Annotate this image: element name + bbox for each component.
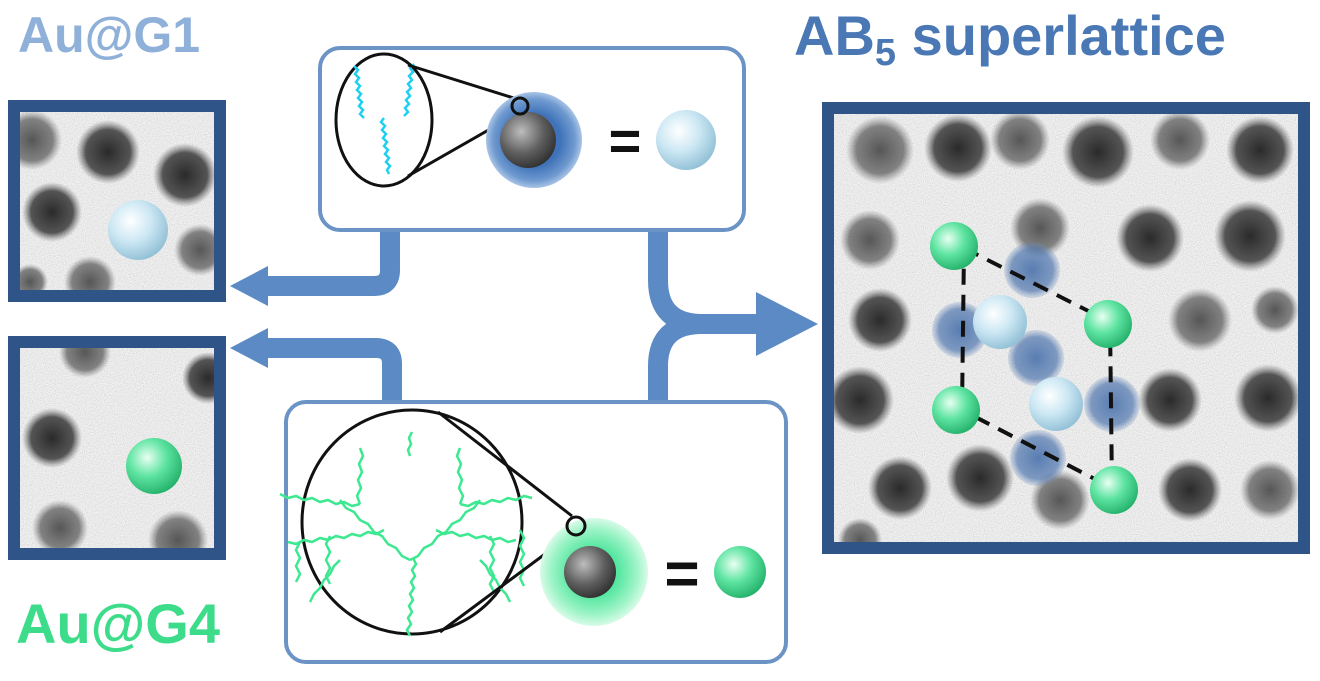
- g4-sphere-icon: [714, 546, 766, 598]
- gold-core-icon: [500, 112, 556, 168]
- ab5-micrograph: [822, 102, 1310, 554]
- corner-g4-particle-icon: [932, 386, 980, 434]
- au-g4-micrograph: [8, 336, 226, 560]
- g1-dendron-icon: [353, 63, 415, 175]
- g4-equals-sign: =: [664, 540, 699, 607]
- au-g1-micrograph: [8, 100, 226, 302]
- arrow-to-g1: [260, 230, 400, 296]
- superlattice-g1-particle-icon: [1029, 377, 1083, 431]
- g4-dendron-icon: [279, 431, 533, 637]
- arrow-merge-bottom: [648, 314, 703, 402]
- ab5-label-main: AB: [794, 4, 875, 67]
- g4-frame: [8, 336, 226, 560]
- corner-g4-particle-icon: [1090, 466, 1138, 514]
- gold-core-icon: [564, 546, 616, 598]
- corner-g4-particle-icon: [1084, 300, 1132, 348]
- arrow-to-g4: [260, 338, 402, 402]
- unit-cell-outline: [959, 244, 1115, 492]
- connector-arrows: [260, 230, 760, 402]
- arrow-merge-top: [648, 230, 760, 334]
- ab5-superlattice-label: AB5 superlattice: [794, 8, 1226, 74]
- g4-schematic-panel: =: [279, 400, 788, 664]
- au-g1-label: Au@G1: [18, 7, 201, 63]
- g1-schematic-panel: =: [318, 46, 746, 232]
- g1-equals-sign: =: [609, 109, 642, 172]
- g1-sphere-icon: [656, 110, 716, 170]
- au-g4-label: Au@G4: [16, 592, 220, 655]
- corner-g4-particle-icon: [930, 222, 978, 270]
- ab5-label-rest: superlattice: [896, 4, 1226, 67]
- g4-zoom-lens: [300, 408, 524, 636]
- ab5-label-subscript: 5: [874, 32, 897, 74]
- ab5-frame: [822, 102, 1310, 554]
- arrowheads: [230, 266, 818, 368]
- g4-particle-icon: [126, 438, 182, 494]
- g1-particle-icon: [108, 200, 168, 260]
- arrowhead-g4: [230, 328, 268, 368]
- arrowhead-g1: [230, 266, 268, 306]
- superlattice-g1-particle-icon: [973, 295, 1027, 349]
- g1-frame: [8, 100, 226, 302]
- arrowhead-ab5: [756, 292, 818, 356]
